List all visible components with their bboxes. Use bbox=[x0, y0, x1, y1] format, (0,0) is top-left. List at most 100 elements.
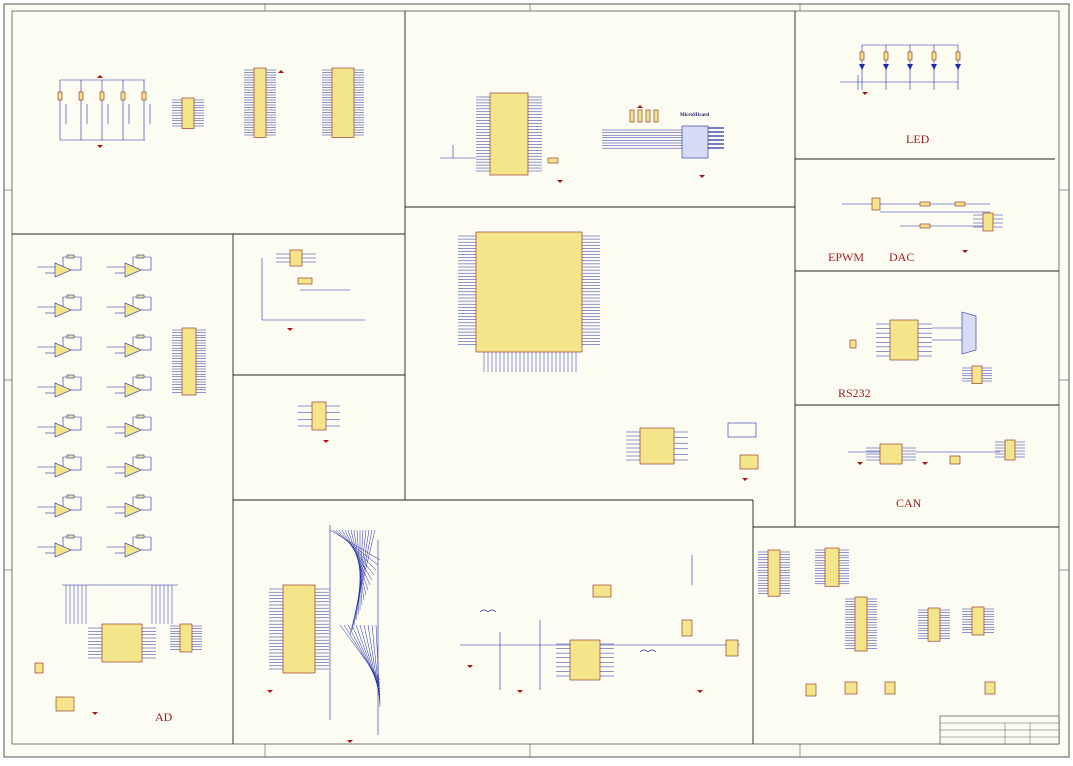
ad-converter bbox=[101, 623, 143, 663]
dsp-chip bbox=[475, 231, 583, 353]
resistor bbox=[99, 91, 105, 101]
ground-symbol bbox=[267, 690, 273, 693]
resistor bbox=[136, 294, 145, 299]
opamp bbox=[54, 342, 72, 358]
rs232-transceiver bbox=[889, 319, 919, 361]
resistor bbox=[859, 51, 865, 61]
capacitor bbox=[949, 455, 961, 465]
ground-symbol bbox=[287, 328, 293, 331]
ad-connector bbox=[34, 662, 44, 674]
connector bbox=[884, 681, 896, 695]
led bbox=[883, 64, 889, 70]
opamp bbox=[54, 502, 72, 518]
header-left bbox=[253, 67, 267, 138]
ad-header bbox=[181, 327, 197, 396]
section-label-rs232: RS232 bbox=[838, 386, 871, 400]
opamp bbox=[54, 542, 72, 558]
can-transceiver bbox=[879, 443, 903, 465]
rs232-header bbox=[971, 365, 983, 384]
opamp bbox=[124, 542, 142, 558]
connector bbox=[805, 683, 817, 697]
expansion-header bbox=[971, 606, 985, 636]
opamp bbox=[54, 422, 72, 438]
oscillator bbox=[289, 249, 303, 267]
connector bbox=[844, 681, 858, 695]
inductor bbox=[479, 609, 497, 613]
ground-symbol bbox=[742, 478, 748, 481]
connector bbox=[725, 639, 739, 657]
resistor bbox=[883, 51, 889, 61]
ground-symbol bbox=[922, 462, 928, 465]
expansion-header bbox=[767, 549, 781, 597]
resistor bbox=[66, 374, 75, 379]
header-switch bbox=[181, 97, 195, 129]
opamp bbox=[54, 382, 72, 398]
led bbox=[859, 64, 865, 70]
section-label-epwm: EPWM bbox=[828, 250, 864, 264]
dac-connector bbox=[982, 212, 994, 232]
opamp bbox=[54, 302, 72, 318]
opamp bbox=[124, 262, 142, 278]
connector bbox=[984, 681, 996, 695]
components-layer bbox=[34, 51, 1016, 743]
opamp bbox=[124, 422, 142, 438]
pull-up-resistor bbox=[645, 109, 651, 123]
ad-output-header bbox=[179, 623, 193, 653]
resistor bbox=[136, 254, 145, 259]
ad-reference bbox=[55, 696, 75, 712]
ground-symbol bbox=[467, 665, 473, 668]
ground-symbol bbox=[92, 712, 98, 715]
resistor bbox=[955, 51, 961, 61]
opamp bbox=[124, 302, 142, 318]
transistor bbox=[871, 197, 881, 211]
pull-up-resistor bbox=[653, 109, 659, 123]
resistor bbox=[66, 414, 75, 419]
expansion-header bbox=[824, 547, 840, 587]
ground-symbol bbox=[697, 690, 703, 693]
resistor bbox=[931, 51, 937, 61]
inductor bbox=[639, 649, 657, 653]
power-jack bbox=[592, 584, 612, 598]
sheet-inner-border bbox=[11, 10, 1060, 745]
section-dividers bbox=[12, 11, 1059, 744]
section-label-microsd: MicroSDcard bbox=[680, 113, 710, 118]
led bbox=[931, 64, 937, 70]
resistor bbox=[66, 254, 75, 259]
header-double bbox=[331, 67, 355, 138]
section-label-dac: DAC bbox=[889, 250, 915, 264]
ground-symbol bbox=[97, 145, 103, 148]
power-symbol bbox=[97, 75, 103, 78]
resistor bbox=[66, 454, 75, 459]
section-label-ad: AD bbox=[155, 710, 173, 724]
section-label-led: LED bbox=[906, 132, 930, 146]
led bbox=[907, 64, 913, 70]
supply-chip bbox=[311, 401, 327, 431]
ground-symbol bbox=[857, 462, 863, 465]
resistor bbox=[66, 534, 75, 539]
opamp bbox=[54, 262, 72, 278]
resistor bbox=[136, 454, 145, 459]
ground-symbol bbox=[862, 92, 868, 95]
ground-symbol bbox=[962, 250, 968, 253]
expansion-header bbox=[854, 596, 868, 652]
title-block bbox=[939, 715, 1060, 745]
resistor bbox=[136, 494, 145, 499]
jtag-buffer bbox=[639, 427, 675, 465]
resistor bbox=[136, 334, 145, 339]
resistor bbox=[57, 91, 63, 101]
resistor bbox=[66, 294, 75, 299]
resistor bbox=[66, 334, 75, 339]
ground-symbol bbox=[347, 740, 353, 743]
resistor bbox=[919, 223, 931, 229]
mcu-chip bbox=[489, 92, 529, 176]
db9-connector bbox=[961, 311, 977, 355]
opamp bbox=[124, 342, 142, 358]
pull-up-resistor bbox=[637, 109, 643, 123]
opamp bbox=[54, 462, 72, 478]
resistor bbox=[141, 91, 147, 101]
ground-symbol bbox=[517, 690, 523, 693]
opamp bbox=[124, 382, 142, 398]
power-symbol bbox=[637, 105, 643, 108]
resistor bbox=[120, 91, 126, 101]
